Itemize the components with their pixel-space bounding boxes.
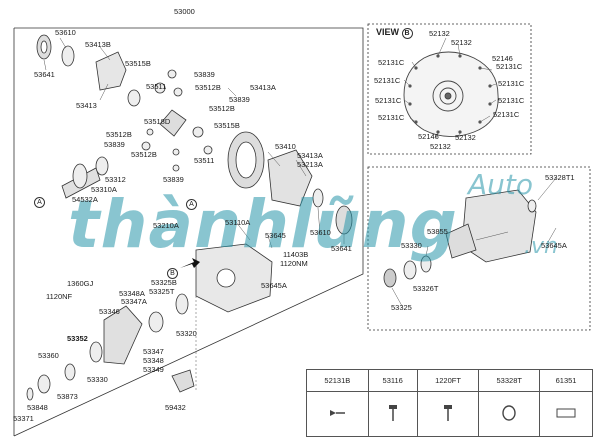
watermark-brand: thànhlũng: [68, 186, 458, 263]
part-label: 53347A: [121, 297, 147, 306]
leader-lines: [43, 37, 557, 390]
view-label: 52131C: [493, 110, 520, 119]
screw-icon: [416, 391, 480, 437]
view-label: 52131C: [496, 62, 523, 71]
legend-header: 61351: [539, 369, 593, 392]
part-label: 53413A: [297, 151, 323, 160]
assembly-box: [367, 166, 591, 331]
part-label: 53413B: [85, 40, 111, 49]
marker-b: B: [167, 268, 178, 279]
part-label: 53348A: [119, 289, 145, 298]
part-label: 53518D: [144, 117, 171, 126]
view-label: 52131C: [498, 79, 525, 88]
part-label: 53512B: [131, 150, 157, 159]
part-label: 53839: [163, 175, 184, 184]
part-label: 53325T: [149, 287, 175, 296]
part-label: 53512B: [106, 130, 132, 139]
legend-header: 53116: [367, 369, 418, 392]
bolt-icon: [306, 391, 369, 437]
assembly-label: 53855: [427, 227, 448, 236]
part-label: 53352: [67, 334, 88, 343]
part-label: 53413A: [250, 83, 276, 92]
direction-arrow: [180, 258, 200, 268]
watermark-suffix: Auto: [468, 168, 534, 201]
part-label: 53515B: [125, 59, 151, 68]
assembly-label: 53326T: [413, 284, 439, 293]
part-label: 53210A: [153, 221, 179, 230]
part-label: 53641: [34, 70, 55, 79]
view-label: 52132: [429, 29, 450, 38]
part-label: 53610: [310, 228, 331, 237]
part-label: 53346: [99, 307, 120, 316]
view-label: 52131C: [498, 96, 525, 105]
assembly-label: 53330: [401, 241, 422, 250]
part-label: 53410: [275, 142, 296, 151]
view-label: 52146: [492, 54, 513, 63]
part-label: 53839: [229, 95, 250, 104]
view-housing-drawing: [403, 51, 499, 137]
part-label: 53645: [265, 231, 286, 240]
part-label: 53349: [143, 365, 164, 374]
part-label: 11403B: [283, 250, 309, 259]
assembly-number: 53000: [174, 7, 195, 16]
part-label: 53839: [104, 140, 125, 149]
watermark-domain: .vn: [524, 234, 558, 259]
view-label: 52131C: [378, 113, 405, 122]
marker-a-left: A: [34, 197, 45, 208]
part-label: 53110A: [225, 218, 251, 227]
main-frame: [13, 27, 364, 437]
part-label: 53310A: [91, 185, 117, 194]
assembly-label: 53645A: [541, 241, 567, 250]
part-label: 59432: [165, 403, 186, 412]
view-ref-marker: B: [401, 28, 413, 39]
view-label: 52146: [418, 132, 439, 141]
part-label: 53371: [13, 414, 34, 423]
part-label: 53848: [27, 403, 48, 412]
part-label: 53610: [55, 28, 76, 37]
part-label: 53312: [105, 175, 126, 184]
assembly-label: 53325: [391, 303, 412, 312]
part-label: 53330: [87, 375, 108, 384]
view-label: 52131C: [375, 96, 402, 105]
fastener-legend: 52131B 53116 1220FT 53328T 61351: [306, 369, 593, 437]
part-label: 53512B: [195, 83, 221, 92]
part-label: 53839: [194, 70, 215, 79]
part-label: 53348: [143, 356, 164, 365]
part-label: 1120NF: [46, 292, 73, 301]
screw-icon: [367, 391, 418, 437]
part-label: 53512B: [209, 104, 235, 113]
part-label: 53641: [331, 244, 352, 253]
part-label: 53873: [57, 392, 78, 401]
part-label: 53325B: [151, 278, 177, 287]
part-label: 1120NM: [280, 259, 308, 268]
part-label: 54532A: [72, 195, 98, 204]
part-label: 1360GJ: [67, 279, 94, 288]
view-label: 52132: [455, 133, 476, 142]
legend-header: 1220FT: [416, 369, 480, 392]
view-label: 52131C: [378, 58, 405, 67]
part-label: 53213A: [297, 160, 323, 169]
part-label: 53515B: [214, 121, 240, 130]
part-label: 53360: [38, 351, 59, 360]
legend-header: 52131B: [306, 369, 369, 392]
assembly-label: 53328T1: [545, 173, 575, 182]
part-label: 53511: [146, 82, 167, 91]
view-title: VIEW B: [376, 27, 413, 39]
view-label: 52132: [430, 142, 451, 151]
legend-header: 53328T: [478, 369, 541, 392]
part-label: 53320: [176, 329, 197, 338]
view-label: 52131C: [374, 76, 401, 85]
ring-icon: [478, 391, 541, 437]
view-box: [367, 23, 532, 155]
part-label: 53645A: [261, 281, 287, 290]
view-label: 52132: [451, 38, 472, 47]
part-label: 53413: [76, 101, 97, 110]
marker-a-center: A: [186, 199, 197, 210]
part-label: 53347: [143, 347, 164, 356]
rectangle-plate-icon: [539, 391, 593, 437]
part-label: 53511: [194, 156, 215, 165]
exploded-parts: [26, 34, 537, 401]
